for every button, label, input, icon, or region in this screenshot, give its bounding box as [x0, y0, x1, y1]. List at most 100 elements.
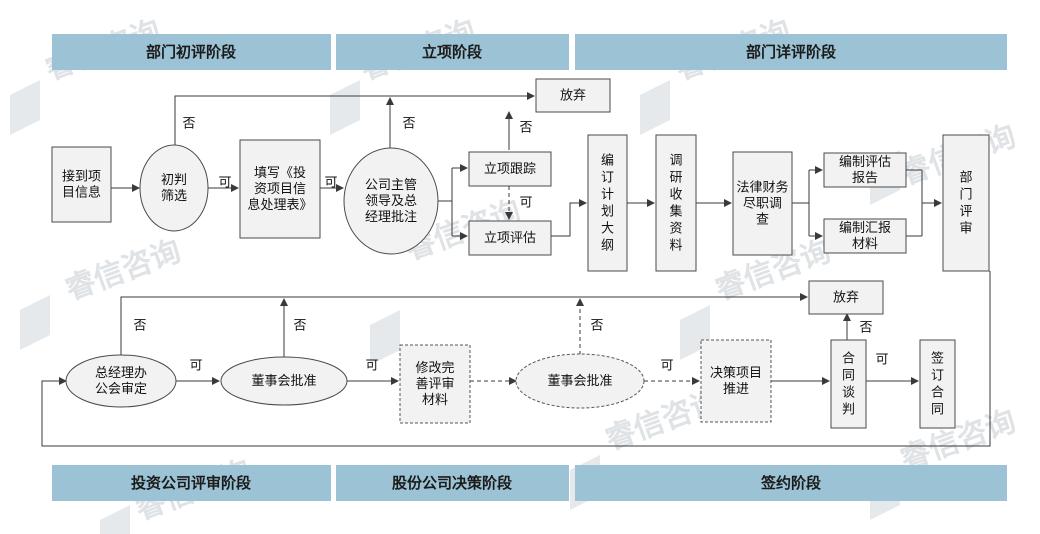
- node-label-line: 编制评估: [839, 155, 891, 170]
- watermark: 睿信咨询: [640, 14, 795, 135]
- node-shape: [220, 356, 348, 406]
- watermark: 睿信咨询: [20, 234, 185, 350]
- edge-label-yes: 可: [218, 176, 231, 191]
- node-label: 接到项目信息: [62, 168, 101, 200]
- node-label: 总经理办公会审定: [95, 366, 147, 397]
- node-label: 法律财务尽职调查: [736, 179, 788, 227]
- node-label-line: 总经理办: [95, 366, 147, 381]
- node-prep-eval: 编制评估报告: [823, 152, 907, 188]
- edge-label-yes: 可: [189, 359, 202, 374]
- node-label-line: 接到项: [62, 168, 101, 184]
- node-label-line: 填写《投: [254, 165, 306, 181]
- node-label-line: 计: [601, 187, 614, 202]
- node-label-line: 研: [669, 170, 682, 185]
- node-label-line: 审: [959, 221, 972, 236]
- stage-label-dept-detailed: 部门详评阶段: [746, 43, 836, 61]
- node-label-line: 资项目信: [254, 182, 306, 197]
- node-plan: 编订计划大纲: [587, 134, 628, 272]
- node-label-line: 放弃: [833, 290, 859, 305]
- node-label-line: 董事会批准: [251, 374, 316, 389]
- node-label-line: 资: [669, 221, 682, 236]
- node-label-line: 董事会批准: [547, 374, 612, 389]
- node-label-line: 决策项目: [710, 365, 762, 381]
- node-label-line: 签: [931, 350, 944, 366]
- node-label-line: 初判: [161, 173, 187, 188]
- node-label: 初判筛选: [161, 173, 187, 204]
- watermark-logo-icon: [330, 80, 360, 135]
- node-label-line: 尽职调: [743, 196, 782, 211]
- node-receive: 接到项目信息: [51, 146, 112, 223]
- node-label-line: 查: [756, 212, 769, 227]
- stage-band-investment-review: [52, 465, 331, 501]
- node-label: 编订计划大纲: [601, 153, 614, 253]
- node-label-line: 立项跟踪: [484, 162, 536, 177]
- node-label-line: 同: [931, 402, 944, 417]
- node-label: 部门评审: [959, 170, 972, 236]
- node-shape: [830, 339, 867, 429]
- node-negotiate: 合同谈判: [830, 339, 867, 429]
- node-shape: [51, 146, 112, 223]
- node-label-line: 部: [959, 170, 972, 185]
- node-label-line: 经理批注: [365, 210, 417, 225]
- node-board2: 董事会批准: [515, 353, 645, 409]
- edge-label-no: 否: [590, 319, 603, 334]
- node-label: 决策项目推进: [710, 365, 762, 397]
- node-board1: 董事会批准: [220, 356, 348, 406]
- node-label-line: 公会审定: [95, 382, 147, 397]
- node-legal: 法律财务尽职调查: [732, 151, 793, 256]
- node-shape: [239, 139, 321, 239]
- edge-labels: 可 可 否 否 否 可 否 否 否 否 可 可 可 可: [133, 117, 888, 374]
- watermark-text: 睿信咨询: [61, 234, 186, 308]
- node-label: 立项跟踪: [484, 162, 536, 177]
- node-shape: [823, 152, 907, 188]
- node-shape: [732, 151, 793, 256]
- node-eval: 立项评估: [468, 220, 552, 256]
- node-label-line: 善评审: [415, 376, 454, 392]
- edge-label-no: 否: [182, 117, 195, 132]
- node-shape: [823, 218, 907, 254]
- edge-label-no: 否: [133, 319, 146, 334]
- node-label-line: 材料: [852, 237, 878, 252]
- watermark-logo-icon: [10, 80, 40, 135]
- edge-label-yes: 可: [324, 176, 337, 191]
- stage-band-group-decision: [336, 465, 569, 501]
- edge-label-yes: 可: [875, 353, 888, 368]
- node-gm: 总经理办公会审定: [65, 354, 177, 408]
- node-shape: [587, 134, 628, 272]
- node-label: 立项评估: [484, 231, 536, 246]
- node-abandon-top: 放弃: [535, 78, 611, 113]
- node-label-line: 评: [959, 204, 972, 219]
- node-label: 修改完善评审材料: [415, 361, 454, 408]
- node-label-line: 收: [669, 187, 682, 202]
- edge-screen-no-to-abandon: [174, 92, 535, 150]
- node-abandon-bottom: 放弃: [808, 280, 884, 315]
- node-label-line: 调: [669, 153, 682, 168]
- stage-label-signing: 签约阶段: [760, 474, 821, 492]
- node-label-line: 筛选: [161, 189, 187, 204]
- stage-band-dept-detailed: [575, 34, 1007, 70]
- watermark-logo-icon: [640, 80, 670, 135]
- stage-band-signing: [575, 465, 1007, 501]
- node-label-line: 料: [669, 238, 682, 253]
- node-shape: [468, 220, 552, 256]
- node-sign: 签订合同: [919, 339, 956, 429]
- watermark: 睿信咨询: [10, 14, 165, 135]
- node-revise: 修改完善评审材料: [399, 344, 471, 424]
- node-label-line: 纲: [601, 238, 614, 253]
- node-label-line: 报告: [852, 171, 878, 186]
- watermark-logo-icon: [20, 295, 50, 350]
- edge-gm-no-to-abandon: [120, 293, 808, 356]
- node-decision: 决策项目推进: [700, 339, 772, 423]
- node-label-line: 订: [601, 170, 614, 185]
- watermark-logo-icon: [370, 310, 400, 365]
- node-label-line: 大: [601, 221, 614, 236]
- node-label-line: 订: [931, 368, 944, 383]
- edge-label-yes: 可: [519, 196, 532, 211]
- node-label: 放弃: [560, 88, 586, 103]
- node-label: 董事会批准: [547, 374, 612, 389]
- node-label: 公司主管领导及总经理批注: [365, 178, 417, 225]
- node-label-line: 谈: [842, 385, 855, 400]
- node-shape: [535, 78, 611, 113]
- edge-eval-to-plan: [551, 199, 587, 237]
